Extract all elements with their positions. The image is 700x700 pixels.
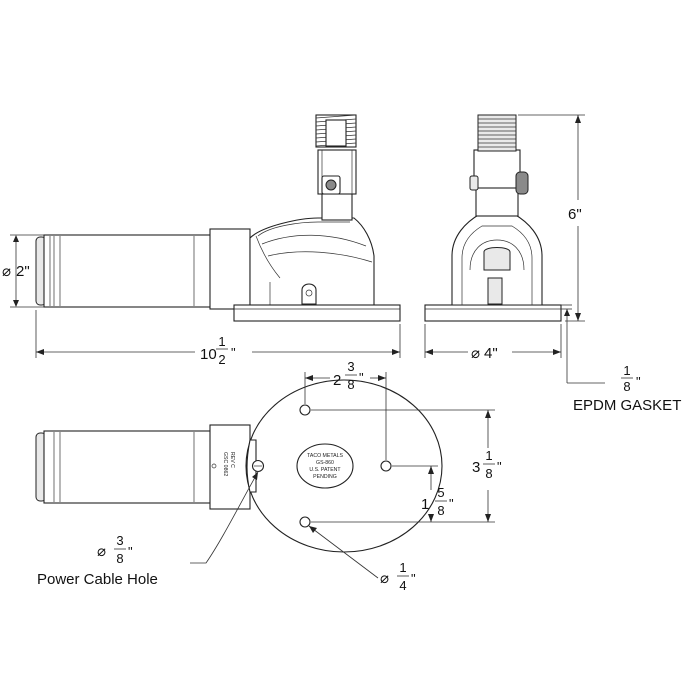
dim-den: 8: [437, 503, 444, 518]
dim-den: 8: [347, 377, 354, 392]
dim-diameter-2: ⌀ 2": [2, 234, 44, 308]
dim-base-width: ⌀ 4": [424, 324, 562, 362]
marking-line: GSC 0862: [222, 452, 228, 476]
dim-hole-spacing-y: 3 1 8 ": [311, 409, 502, 523]
dim-num: 1: [485, 448, 492, 463]
tube-body: [43, 234, 215, 308]
dim-unit: ": [128, 544, 133, 559]
dim-den: 4: [399, 578, 406, 593]
plate-line: PENDING: [313, 474, 337, 480]
plate-text: TACO METALS GS-860 U.S. PATENT PENDING: [307, 453, 343, 480]
dim-num: 3: [347, 359, 354, 374]
plate-line: U.S. PATENT: [309, 467, 341, 473]
cable-hole-label: Power Cable Hole: [37, 571, 158, 588]
dim-length: 10 1 2 ": [35, 310, 401, 367]
front-threads: [477, 114, 517, 152]
front-cable-slot: [483, 247, 511, 271]
front-post: [475, 185, 519, 217]
dim-whole: 1: [421, 496, 429, 513]
dim-mount-hole: ⌀ 1 4 ": [308, 525, 416, 593]
housing: [249, 217, 375, 306]
plate-line: GS-860: [316, 460, 334, 466]
dim-unit: ": [497, 459, 502, 474]
dim-value: 2": [16, 263, 30, 280]
dim-den: 8: [116, 551, 123, 566]
side-latch: [301, 283, 317, 305]
dim-num: 3: [116, 533, 123, 548]
dim-den: 8: [485, 466, 492, 481]
side-base-plate: [233, 304, 401, 322]
dim-den: 8: [623, 379, 630, 394]
dim-hole-spacing-x: 2 3 8 ": [304, 359, 387, 460]
top-tube: [43, 430, 215, 504]
top-view: [35, 379, 443, 553]
dim-hole-offset-y: 1 5 8 ": [392, 465, 454, 522]
dim-symbol: ⌀: [2, 263, 11, 280]
dim-value: 6": [568, 206, 582, 223]
dim-num: 5: [437, 485, 444, 500]
side-view: [35, 114, 401, 322]
dim-cable-hole: ⌀ 3 8 " Power Cable Hole: [37, 471, 259, 588]
dim-gasket: 1 8 " EPDM GASKET: [561, 304, 681, 414]
dim-num: 1: [218, 334, 225, 349]
mount-hole-top: [299, 404, 311, 416]
dim-unit: ": [411, 571, 416, 586]
front-latch: [487, 277, 503, 305]
dim-unit: ": [359, 370, 364, 385]
gasket-label: EPDM GASKET: [573, 397, 681, 414]
marking-line: REV C: [229, 452, 235, 468]
dim-num: 1: [399, 560, 406, 575]
dim-unit: ": [449, 496, 454, 511]
thread-notch: [325, 119, 347, 147]
tube-collar: [209, 228, 251, 310]
mount-hole-bottom: [299, 516, 311, 528]
dim-den: 2: [218, 352, 225, 367]
plate-line: TACO METALS: [307, 453, 343, 459]
dim-value: 4": [484, 345, 498, 362]
dim-whole: 10: [200, 346, 217, 363]
dim-symbol: ⌀: [97, 543, 106, 560]
dim-symbol: ⌀: [380, 570, 389, 587]
name-plate: [296, 443, 354, 489]
dim-unit: ": [231, 345, 236, 360]
dim-symbol: ⌀: [471, 345, 480, 362]
side-marking: GSC 0862 REV C: [222, 452, 235, 476]
dim-whole: 3: [472, 459, 480, 476]
dim-whole: 2: [333, 372, 341, 389]
mount-hole-right: [380, 460, 392, 472]
dim-unit: ": [636, 374, 641, 389]
dim-height: 6": [518, 114, 585, 322]
front-base-plate: [424, 304, 562, 322]
front-knob: [515, 171, 529, 195]
front-view: [424, 114, 562, 322]
dim-num: 1: [623, 363, 630, 378]
